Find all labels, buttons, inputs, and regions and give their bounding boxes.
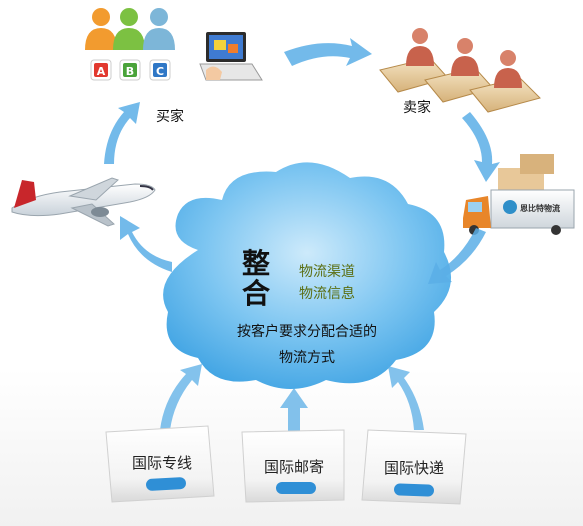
truck-icon: 恩比特物流 [463, 154, 575, 235]
buyer-label: 买家 [156, 109, 184, 125]
option-c-text: C [156, 65, 164, 78]
arrow-channel-3-to-cloud [388, 366, 424, 430]
integration-cloud [163, 162, 452, 389]
description-line-2: 物流方式 [279, 350, 335, 366]
seller-desk-1 [379, 28, 449, 93]
option-badge-c: C [149, 59, 171, 81]
buyer-person-a [85, 8, 117, 50]
flow-arrows [104, 38, 500, 432]
channel-box-1 [105, 425, 215, 503]
truck-company-text: 恩比特物流 [520, 203, 560, 213]
arrow-seller-to-truck [462, 112, 500, 182]
seller-label: 卖家 [403, 100, 431, 116]
buyer-person-c [143, 8, 175, 50]
option-b-text: B [126, 65, 134, 78]
channel-label-postal: 国际邮寄 [263, 458, 324, 476]
option-a-text: A [97, 65, 106, 78]
arrow-plane-to-buyer [104, 102, 140, 164]
buyer-figures: A B C [85, 8, 175, 81]
channel-box-2 [241, 429, 345, 503]
channel-box-3 [361, 429, 467, 505]
integrated-item-information: 物流信息 [299, 286, 355, 302]
laptop-icon [199, 32, 263, 81]
channel-label-express: 国际快递 [383, 459, 444, 477]
buyer-person-b [113, 8, 145, 50]
integrate-title-char-2: 合 [242, 277, 271, 310]
integrated-item-channels: 物流渠道 [299, 264, 355, 280]
arrow-buyer-to-seller [284, 38, 372, 66]
arrow-channel-1-to-cloud [160, 364, 202, 430]
arrow-channel-2-to-cloud [280, 388, 308, 432]
arrow-truck-to-cloud [428, 228, 486, 284]
seller-figures [379, 28, 541, 113]
seller-desk-3 [469, 50, 541, 113]
airplane-icon [11, 177, 156, 227]
description-line-1: 按客户要求分配合适的 [237, 324, 377, 340]
arrow-cloud-to-plane [120, 216, 172, 272]
option-badge-a: A [90, 59, 112, 81]
channel-label-dedicated-line: 国际专线 [131, 454, 192, 472]
integrate-title-char-1: 整 [242, 247, 271, 280]
option-badge-b: B [119, 59, 141, 81]
